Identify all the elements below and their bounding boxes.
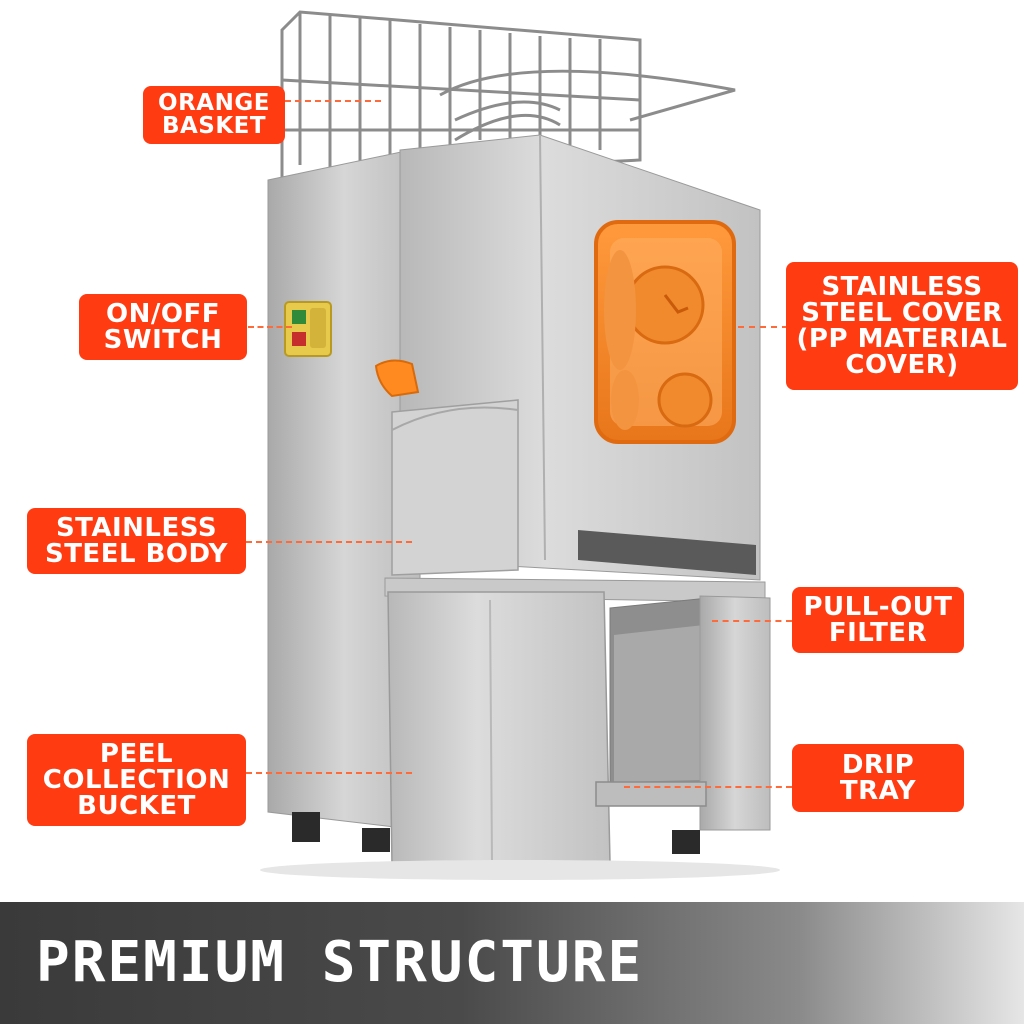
label-pull-out-filter: PULL-OUT FILTER xyxy=(792,587,964,653)
orange-pp-window xyxy=(594,220,736,444)
peel-bucket xyxy=(387,591,611,867)
label-stainless-steel-cover: STAINLESS STEEL COVER (PP MATERIAL COVER… xyxy=(786,262,1018,390)
leader-line xyxy=(738,326,788,328)
banner-title: PREMIUM STRUCTURE xyxy=(36,930,644,995)
juice-outlet-slot xyxy=(578,530,756,575)
leader-line xyxy=(285,100,381,102)
leader-line xyxy=(246,772,412,774)
orange-basket-wire xyxy=(280,10,736,180)
juicer-machine-illustration xyxy=(260,10,780,880)
orange-knob xyxy=(374,359,420,398)
drip-tray-part xyxy=(595,781,707,807)
chute-housing xyxy=(391,399,519,576)
bottom-banner: PREMIUM STRUCTURE xyxy=(0,902,1024,1024)
foot xyxy=(292,812,320,842)
foot xyxy=(362,828,390,852)
label-peel-collection-bucket: PEEL COLLECTION BUCKET xyxy=(27,734,246,826)
body-right-column xyxy=(699,595,771,831)
label-stainless-steel-body: STAINLESS STEEL BODY xyxy=(27,508,246,574)
label-on-off-switch: ON/OFF SWITCH xyxy=(79,294,247,360)
leader-line xyxy=(246,541,412,543)
leader-line xyxy=(248,326,292,328)
on-off-switch-box xyxy=(284,301,332,357)
leader-line xyxy=(624,786,792,788)
leader-line xyxy=(712,620,792,622)
foot xyxy=(672,830,700,854)
label-drip-tray: DRIP TRAY xyxy=(792,744,964,812)
label-orange-basket: ORANGE BASKET xyxy=(143,86,285,144)
